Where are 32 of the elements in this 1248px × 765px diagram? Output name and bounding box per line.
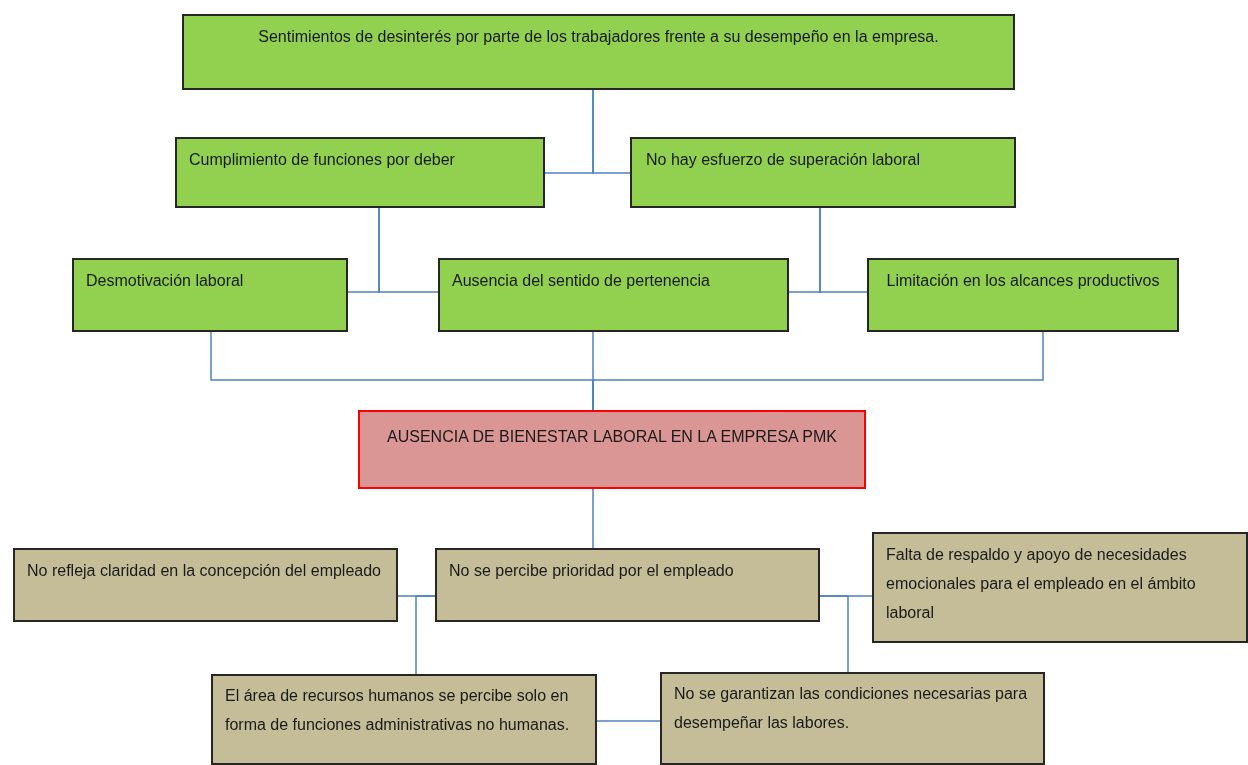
- box-text: Cumplimiento de funciones por deber: [189, 150, 456, 170]
- box-text: No hay esfuerzo de superación laboral: [646, 150, 921, 170]
- cause-box: [72, 258, 348, 332]
- connector-line: [592, 488, 594, 549]
- connector-line: [592, 89, 631, 174]
- box-text: AUSENCIA DE BIENESTAR LABORAL EN LA EMPRESA PMK: [386, 427, 838, 447]
- cause-box: [630, 137, 1016, 208]
- box-text: Limitación en los alcances productivos: [885, 271, 1161, 291]
- effect-box: [872, 532, 1248, 643]
- box-text: Desmotivación laboral: [86, 271, 245, 291]
- effect-box: [13, 548, 398, 622]
- box-text: No refleja claridad en la concepción del empleado: [27, 561, 382, 581]
- box-text: Falta de respaldo y apoyo de necesidades emocionales para el empleado en el ámbito laboral: [886, 545, 1197, 623]
- effect-box: [211, 674, 597, 765]
- connector-line: [592, 331, 1044, 411]
- effect-box: [435, 548, 820, 622]
- connector-line: [819, 595, 849, 673]
- connector-line: [819, 207, 868, 293]
- connector-line: [596, 720, 661, 722]
- effect-box: [660, 672, 1045, 765]
- cause-box: [867, 258, 1179, 332]
- connector-line: [415, 595, 436, 675]
- cause-box: [438, 258, 789, 332]
- box-text: No se percibe prioridad por el empleado: [449, 561, 735, 581]
- problem-box: [358, 410, 866, 489]
- box-text: Ausencia del sentido de pertenencia: [452, 271, 711, 291]
- box-text: No se garantizan las condiciones necesarias para desempeñar las labores.: [674, 684, 1029, 733]
- box-text: Sentimientos de desinterés por parte de los trabajadores frente a su desempeño en la empresa.: [257, 27, 940, 47]
- cause-box: [182, 14, 1015, 90]
- box-text: El área de recursos humanos se percibe solo en forma de funciones administrativas no humanas.: [225, 686, 571, 735]
- cause-box: [175, 137, 545, 208]
- connector-line: [378, 207, 439, 293]
